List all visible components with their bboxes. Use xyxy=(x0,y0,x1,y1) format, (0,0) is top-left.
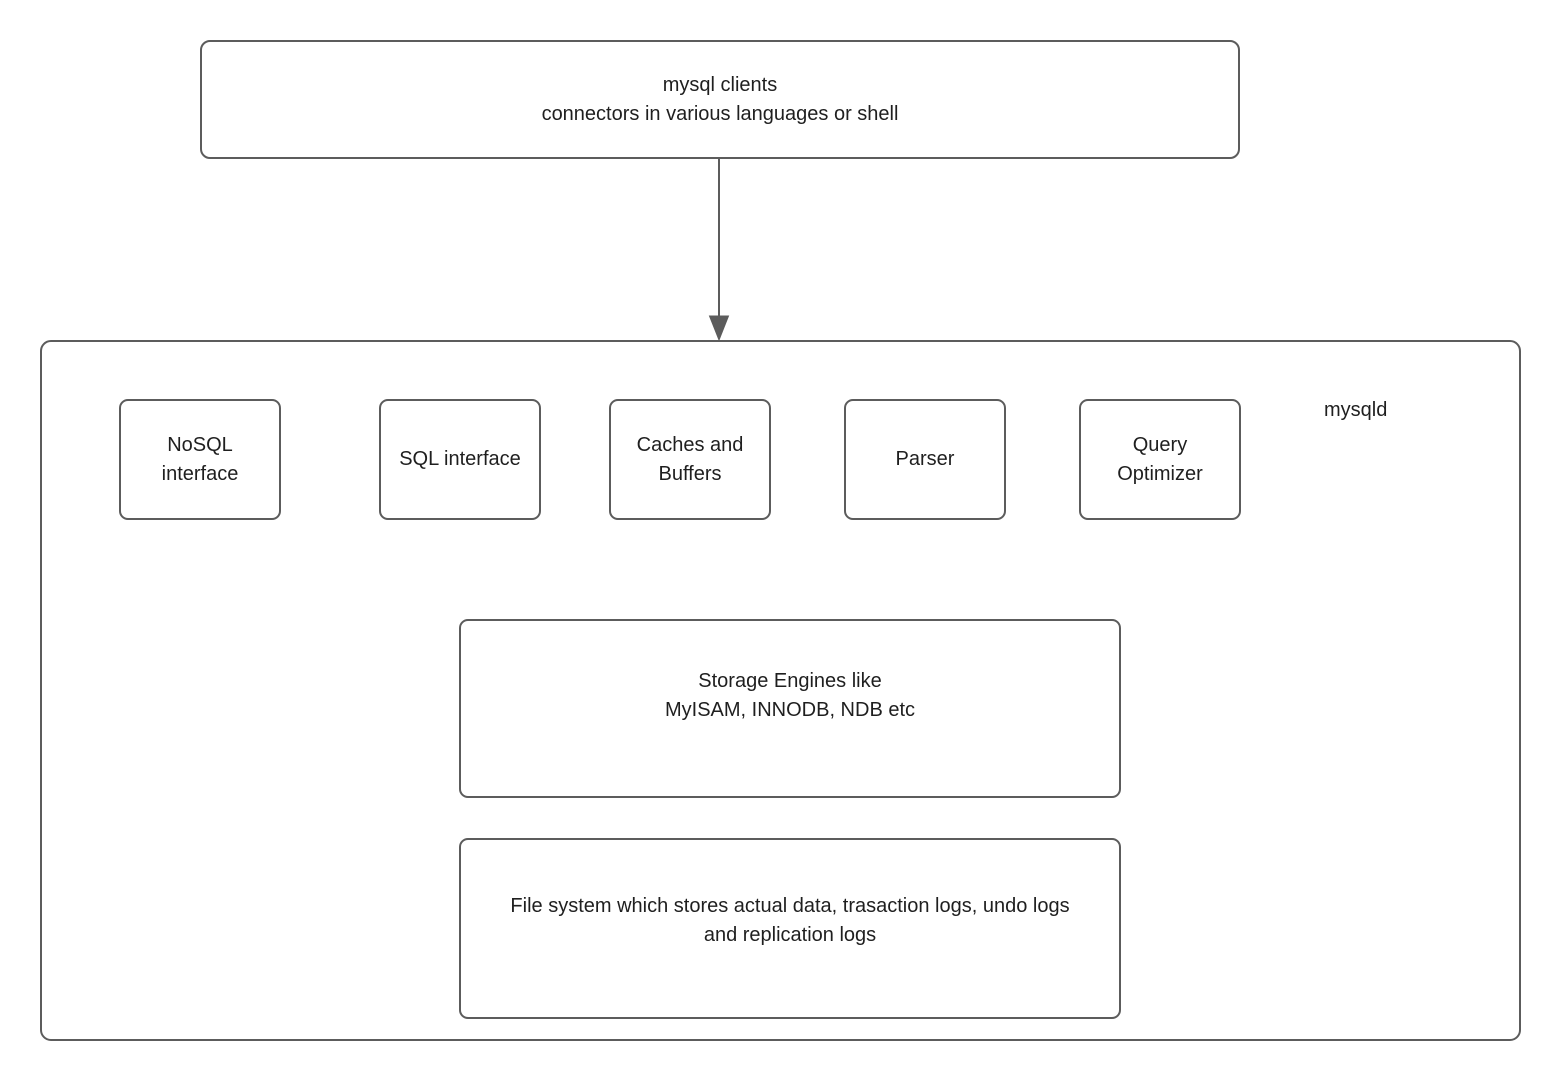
mysql-clients-box[interactable]: mysql clients connectors in various lang… xyxy=(200,40,1240,159)
component-label: Parser xyxy=(895,448,955,471)
component-nosql-interface[interactable]: NoSQL interface xyxy=(119,399,281,520)
arrow-clients-to-mysqld xyxy=(708,158,730,342)
component-label: SQL interface xyxy=(399,448,521,471)
file-system-label: File system which stores actual data, tr… xyxy=(510,895,1070,946)
component-label: NoSQL interface xyxy=(161,434,239,485)
mysql-clients-label: mysql clients connectors in various lang… xyxy=(541,74,899,125)
storage-engines-label: Storage Engines like MyISAM, INNODB, NDB… xyxy=(664,670,916,721)
component-parser[interactable]: Parser xyxy=(844,399,1006,520)
component-sql-interface[interactable]: SQL interface xyxy=(379,399,541,520)
file-system-box[interactable]: File system which stores actual data, tr… xyxy=(459,838,1121,1019)
storage-engines-box[interactable]: Storage Engines like MyISAM, INNODB, NDB… xyxy=(459,619,1121,798)
component-query-optimizer[interactable]: Query Optimizer xyxy=(1079,399,1241,520)
component-label: Query Optimizer xyxy=(1117,434,1203,485)
component-label: Caches and Buffers xyxy=(636,434,744,485)
mysqld-label: mysqld xyxy=(1324,399,1388,421)
component-caches-and-buffers[interactable]: Caches and Buffers xyxy=(609,399,771,520)
